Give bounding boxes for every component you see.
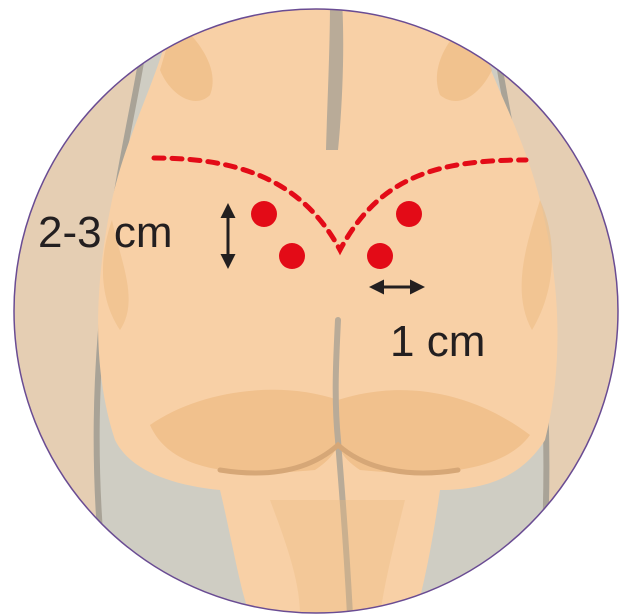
injection-point-lower-right	[367, 243, 393, 269]
vertical-spacing-label: 2-3 cm	[38, 208, 172, 257]
horizontal-spacing-label: 1 cm	[390, 317, 485, 366]
injection-point-upper-right	[396, 201, 422, 227]
injection-point-upper-left	[251, 201, 277, 227]
injection-point-lower-left	[279, 243, 305, 269]
